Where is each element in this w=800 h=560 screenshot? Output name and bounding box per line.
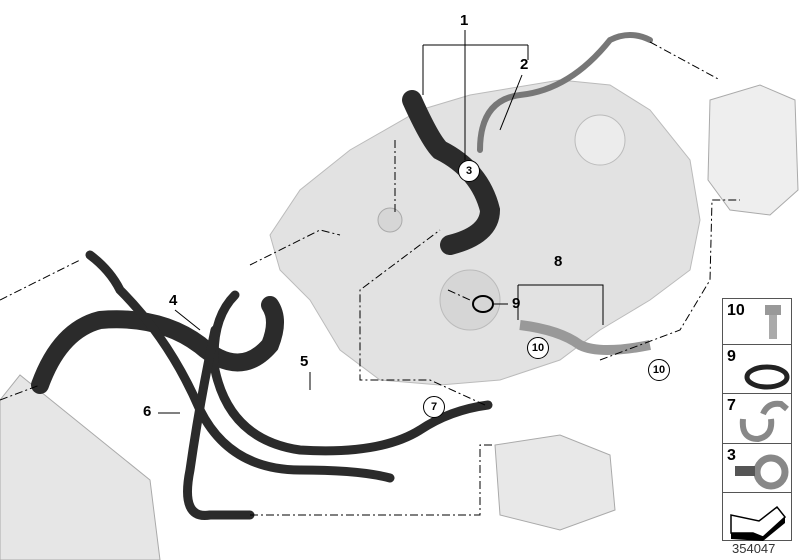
legend-arrow	[722, 492, 792, 541]
callout-10a: 10	[527, 337, 549, 359]
connector-line	[249, 229, 341, 266]
leader-line-2	[499, 74, 523, 131]
legend-number: 7	[727, 397, 736, 414]
leader-line-8	[517, 284, 604, 325]
diagram-number: 354047	[732, 541, 776, 556]
legend-hose-clip: 7	[722, 393, 792, 444]
legend-number: 10	[727, 302, 745, 319]
legend-number: 3	[727, 447, 736, 464]
engine-housing	[439, 269, 501, 331]
pipe-2	[477, 32, 653, 153]
legend-o-ring: 9	[722, 344, 792, 394]
callout-10b: 10	[648, 359, 670, 381]
connector-line	[447, 289, 471, 301]
leader-line-1	[422, 30, 529, 160]
legend-number: 9	[727, 348, 736, 365]
callout-8: 8	[554, 253, 563, 270]
callout-6: 6	[143, 403, 152, 420]
hose-4	[31, 296, 284, 394]
legend-bolt: 10	[722, 298, 792, 345]
connector-line	[250, 444, 495, 516]
hose-lower	[183, 325, 255, 520]
engine-port	[377, 207, 403, 233]
callout-2: 2	[520, 56, 529, 73]
connector-line	[0, 384, 41, 401]
legend-hose-clamp: 3	[722, 443, 792, 493]
expansion-tank	[707, 84, 799, 216]
pipe-8	[519, 320, 651, 355]
o-ring-icon	[744, 364, 790, 390]
callout-3: 3	[458, 160, 480, 182]
engine-pulley	[574, 114, 626, 166]
callout-1: 1	[460, 12, 469, 29]
arrow-left-down-icon	[730, 505, 787, 541]
callout-9: 9	[512, 295, 521, 312]
callout-7: 7	[423, 396, 445, 418]
connector-line	[0, 259, 81, 301]
connector-line	[359, 229, 486, 406]
o-ring-9	[472, 295, 494, 313]
connector-line	[649, 41, 721, 81]
hose-clip-icon	[739, 400, 789, 443]
oil-cooler	[494, 434, 616, 531]
callout-5: 5	[300, 353, 309, 370]
leader-line-4-5-6	[158, 309, 311, 414]
radiator	[0, 374, 161, 560]
bolt-icon	[765, 305, 781, 339]
hose-clamp-icon	[735, 454, 789, 490]
callout-4: 4	[169, 292, 178, 309]
